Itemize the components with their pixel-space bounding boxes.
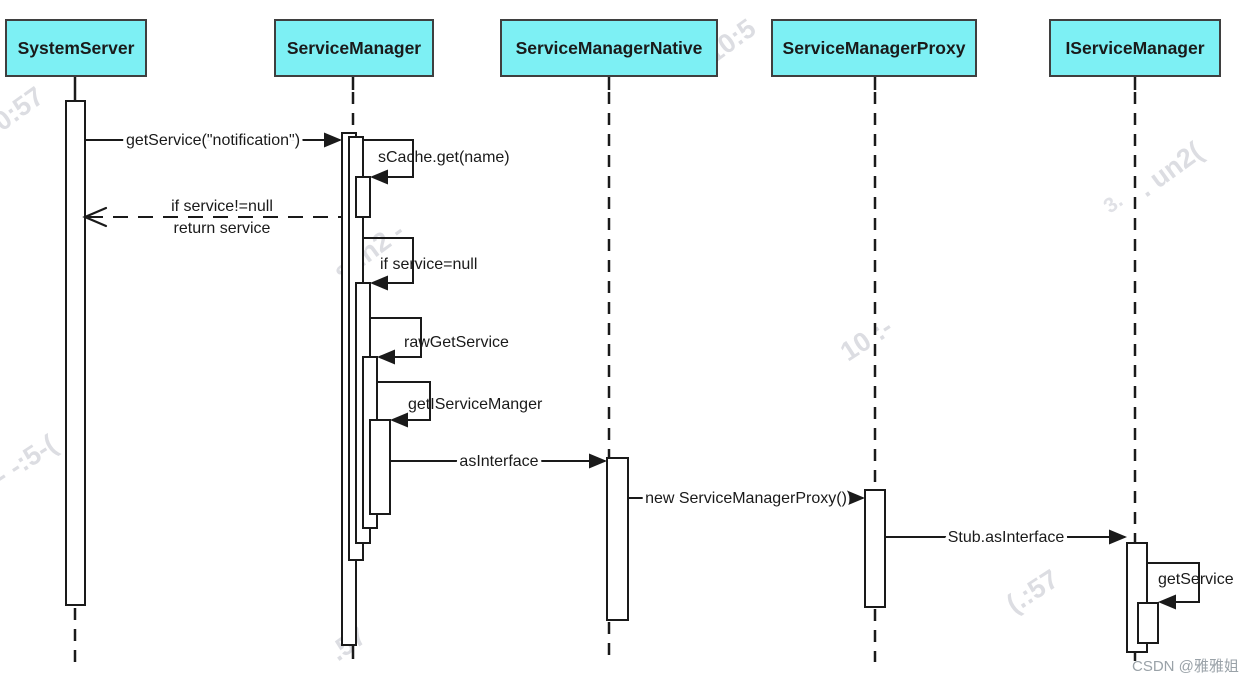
- self-call-loop: [1147, 562, 1200, 603]
- activation-servicemanagerproxy: [864, 489, 886, 608]
- messages: getService("notification") sCache.get(na…: [82, 129, 1234, 610]
- self-call-loop: [363, 139, 414, 178]
- message-getiservicemanger: getIServiceManger: [377, 381, 543, 428]
- open-arrowhead-icon: [82, 206, 108, 228]
- actor-box: [5, 19, 147, 77]
- message-getservice-notification: getService("notification"): [85, 129, 342, 153]
- message-stub-asinterface: Stub.asInterface: [885, 526, 1127, 550]
- actor-box: [1049, 19, 1221, 77]
- activation-getservice-nested: [1137, 602, 1159, 644]
- message-label: asInterface: [459, 453, 538, 470]
- actor-label: IServiceManager: [1065, 38, 1204, 58]
- arrowhead-icon: [370, 275, 388, 291]
- message-if-service-null: if service=null: [363, 237, 477, 291]
- actor-label: ServiceManager: [287, 38, 421, 58]
- activation-getiservicemanger: [369, 419, 391, 515]
- actor-box: [771, 19, 977, 77]
- actor-label: ServiceManagerProxy: [783, 38, 966, 58]
- arrowhead-icon: [377, 349, 395, 365]
- actor-label: ServiceManagerNative: [516, 38, 703, 58]
- actor-servicemanager: ServiceManager: [274, 19, 434, 77]
- message-label: new ServiceManagerProxy(): [645, 490, 847, 507]
- message-label-line2: return service: [174, 220, 271, 237]
- activation-servicemanagernative: [606, 457, 629, 621]
- message-label: Stub.asInterface: [948, 529, 1065, 546]
- activation-scache-get: [355, 176, 371, 218]
- actor-servicemanagerproxy: ServiceManagerProxy: [771, 19, 977, 77]
- activation-systemserver: [65, 100, 86, 606]
- message-rawgetservice: rawGetService: [370, 317, 509, 365]
- self-call-loop: [363, 237, 414, 284]
- self-call-loop: [370, 317, 422, 358]
- arrowhead-icon: [370, 169, 388, 185]
- message-label: if service=null: [380, 256, 477, 273]
- message-return-service: if service!=null return service: [82, 198, 342, 237]
- message-label: sCache.get(name): [378, 149, 510, 166]
- message-new-servicemanagerproxy: new ServiceManagerProxy(): [628, 487, 865, 511]
- arrowhead-icon: [1109, 529, 1127, 545]
- message-getservice-self: getService: [1147, 562, 1234, 610]
- arrowhead-icon: [324, 132, 342, 148]
- csdn-credit-watermark: CSDN @雅雅姐: [1132, 658, 1239, 675]
- message-scache-get: sCache.get(name): [363, 139, 510, 185]
- actor-box: [500, 19, 718, 77]
- message-asinterface: asInterface: [390, 450, 607, 474]
- message-label-line1: if service!=null: [171, 198, 273, 215]
- message-label: getService: [1158, 571, 1234, 588]
- activation-bars: [65, 100, 1159, 653]
- lifelines: [73, 76, 1137, 662]
- arrowhead-icon: [390, 412, 408, 428]
- message-label: rawGetService: [404, 334, 509, 351]
- actor-systemserver: SystemServer: [5, 19, 147, 77]
- message-label: getIServiceManger: [408, 396, 543, 413]
- arrowhead-icon: [1158, 594, 1176, 610]
- actor-iservicemanager: IServiceManager: [1049, 19, 1221, 77]
- actor-servicemanagernative: ServiceManagerNative: [500, 19, 718, 77]
- arrowhead-icon: [589, 453, 607, 469]
- actor-label: SystemServer: [18, 38, 135, 58]
- actor-headers: SystemServer ServiceManager ServiceManag…: [5, 19, 1221, 77]
- arrowhead-icon: [847, 490, 865, 506]
- self-call-loop: [377, 381, 431, 421]
- message-label: getService("notification"): [126, 132, 300, 149]
- actor-box: [274, 19, 434, 77]
